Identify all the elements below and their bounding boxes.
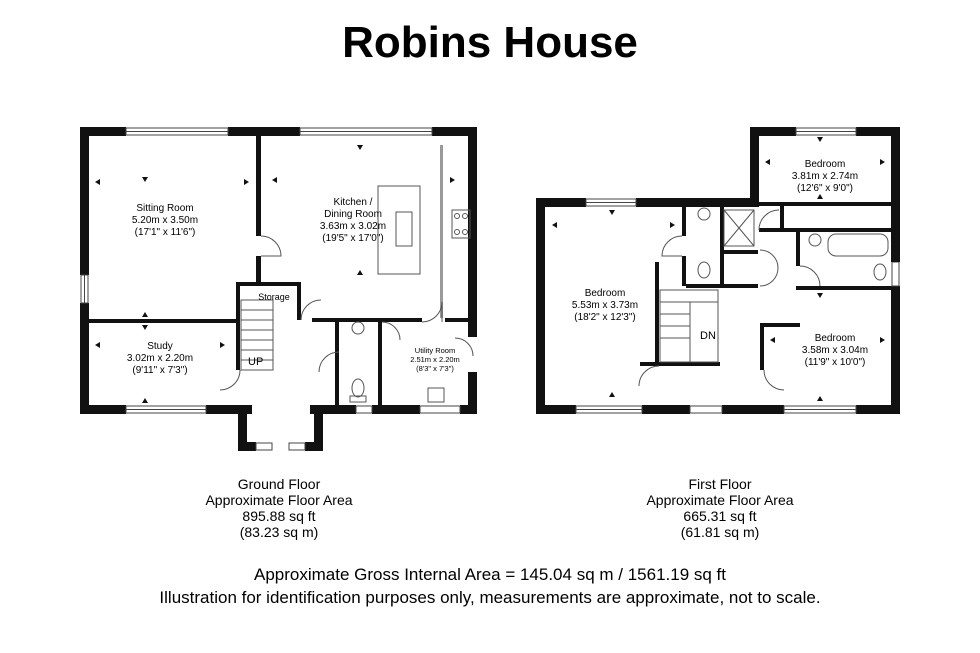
bedroom-2-label: Bedroom 5.53m x 3.73m (18'2" x 12'3") (545, 288, 665, 324)
study-metric: 3.02m x 2.20m (126, 353, 194, 364)
bedroom-3-name: Bedroom (814, 333, 856, 344)
first-floor-windows (575, 127, 900, 414)
first-floor-plan (536, 127, 900, 414)
bedroom-1-imperial: (12'6" x 9'0") (797, 183, 853, 194)
ground-floor-sqft: 895.88 sq ft (242, 508, 316, 524)
storage-label: Storage (258, 292, 290, 302)
utility-room-label: Utility Room 2.51m x 2.20m (8'3" x 7'3") (395, 346, 475, 373)
kitchen-name: Kitchen / (333, 197, 373, 208)
ground-floor-windows (80, 127, 461, 451)
sitting-room-metric: 5.20m x 3.50m (131, 215, 199, 226)
first-floor-sqm: (61.81 sq m) (680, 524, 760, 540)
first-floor-fixtures (638, 207, 889, 391)
ground-floor-interior-walls (89, 136, 468, 405)
study-label: Study 3.02m x 2.20m (9'11" x 7'3") (100, 341, 220, 377)
bedroom-3-imperial: (11'9" x 10'0") (804, 357, 866, 368)
ground-floor-area-label: Approximate Floor Area (205, 492, 353, 508)
first-floor-sqft: 665.31 sq ft (683, 508, 757, 524)
gross-area-text: Approximate Gross Internal Area = 145.04… (253, 565, 726, 584)
ground-floor-sqm: (83.23 sq m) (239, 524, 319, 540)
bedroom-3-label: Bedroom 3.58m x 3.04m (11'9" x 10'0") (775, 333, 895, 369)
ground-floor-name: Ground Floor (237, 476, 321, 492)
dimension-arrows (95, 137, 885, 403)
first-floor-interior-walls (640, 202, 900, 370)
plan-title: Robins House (342, 18, 638, 67)
ground-floor-plan (80, 127, 477, 451)
study-name: Study (147, 341, 173, 352)
utility-room-metric: 2.51m x 2.20m (410, 355, 460, 364)
sitting-room-imperial: (17'1" x 11'6") (134, 227, 196, 238)
first-floor-area-label: Approximate Floor Area (646, 492, 794, 508)
bedroom-3-metric: 3.58m x 3.04m (801, 345, 869, 356)
kitchen-dining-label: Kitchen / Dining Room 3.63m x 3.02m (19'… (293, 197, 413, 245)
ground-floor-fixtures (219, 185, 474, 403)
utility-room-imperial: (8'3" x 7'3") (416, 364, 454, 373)
kitchen-imperial: (19'5" x 17'0") (322, 233, 384, 244)
dining-room-name: Dining Room (324, 209, 382, 220)
first-floor-name: First Floor (688, 476, 752, 492)
sitting-room-name: Sitting Room (136, 203, 194, 214)
first-floor-caption: First Floor Approximate Floor Area 665.3… (590, 476, 850, 540)
sitting-room-label: Sitting Room 5.20m x 3.50m (17'1" x 11'6… (105, 203, 225, 239)
bedroom-1-name: Bedroom (804, 159, 846, 170)
bedroom-1-metric: 3.81m x 2.74m (791, 171, 859, 182)
bedroom-2-name: Bedroom (584, 288, 626, 299)
bedroom-1-label: Bedroom 3.81m x 2.74m (12'6" x 9'0") (765, 159, 885, 195)
utility-room-name: Utility Room (414, 346, 456, 355)
kitchen-metric: 3.63m x 3.02m (319, 221, 387, 232)
stairs-down-label: DN (700, 330, 716, 342)
bedroom-2-metric: 5.53m x 3.73m (571, 300, 639, 311)
study-imperial: (9'11" x 7'3") (132, 365, 188, 376)
ground-floor-caption: Ground Floor Approximate Floor Area 895.… (149, 476, 409, 540)
stairs-up-label: UP (248, 356, 264, 368)
disclaimer-text: Illustration for identification purposes… (159, 588, 821, 607)
bedroom-2-imperial: (18'2" x 12'3") (574, 312, 636, 323)
